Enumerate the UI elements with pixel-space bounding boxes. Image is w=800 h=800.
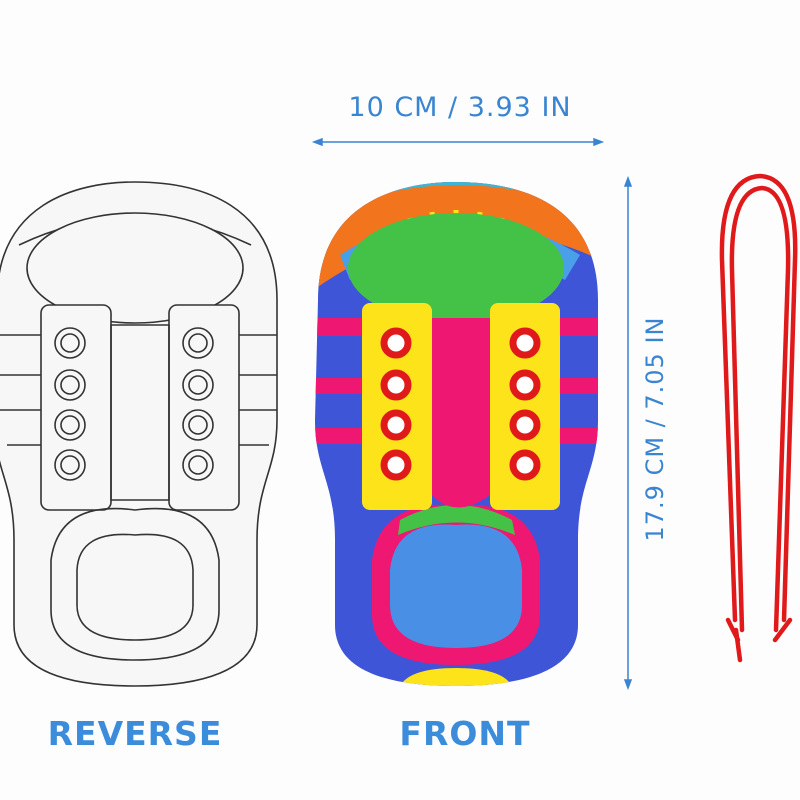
reverse-label: REVERSE <box>47 714 223 753</box>
reverse-shoe-card <box>0 181 278 687</box>
red-shoelace <box>719 173 798 663</box>
front-eyelets <box>380 327 541 481</box>
height-arrow <box>623 175 633 691</box>
width-arrow <box>311 137 605 147</box>
front-label: FRONT <box>399 714 531 753</box>
height-dimension-label: 17.9 CM / 7.05 IN <box>641 316 669 542</box>
reverse-eyelets <box>54 327 214 481</box>
front-shoe-card <box>315 182 598 686</box>
width-dimension-label: 10 CM / 3.93 IN <box>348 92 572 123</box>
